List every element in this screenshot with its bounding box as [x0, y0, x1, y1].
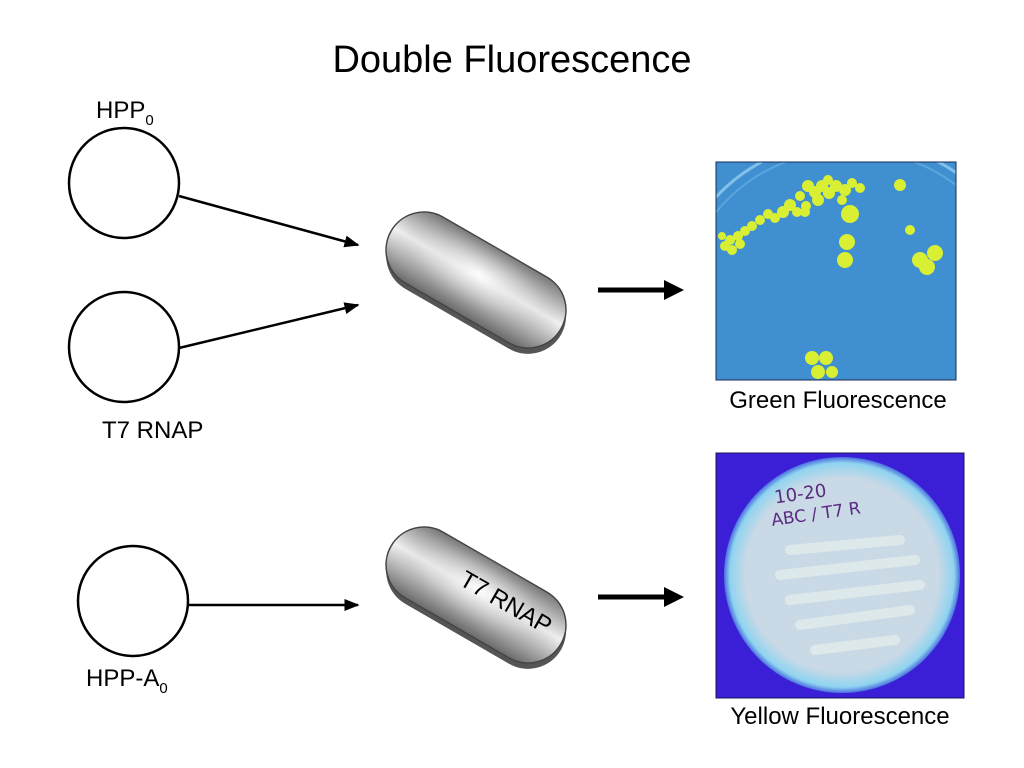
colony-dot	[819, 351, 833, 365]
plasmid-hpp0-label: HPP0	[96, 97, 154, 129]
colony-dot	[839, 184, 851, 196]
colony-dot	[841, 205, 859, 223]
colony-dot	[811, 365, 825, 379]
colony-dot	[755, 215, 765, 225]
colony-dot	[823, 175, 833, 185]
colony-dot	[747, 221, 757, 231]
green-plate-photo	[716, 162, 956, 380]
plasmid-t7-label: T7 RNAP	[102, 417, 203, 444]
plasmid-hppa0-circle	[76, 544, 190, 658]
colony-dot	[792, 207, 802, 217]
colony-dot	[800, 207, 810, 217]
colony-dot	[795, 191, 805, 201]
arrow-t7-to-cell	[178, 302, 360, 350]
colony-dot	[919, 259, 935, 275]
colony-dot	[812, 194, 824, 206]
plasmid-t7-circle	[67, 290, 181, 404]
colony-dot	[847, 178, 857, 188]
colony-dot	[837, 195, 847, 205]
cell-bottom: T7 RNAP	[385, 526, 567, 669]
yellow-plate-photo: 10-20 ABC / T7 R	[716, 453, 964, 698]
arrow-hpp0-to-cell	[178, 194, 360, 248]
colony-dot	[855, 183, 865, 193]
colony-dot	[837, 252, 853, 268]
colony-dot	[777, 206, 789, 218]
colony-dot	[894, 179, 906, 191]
colony-dot	[740, 226, 750, 236]
colony-dot	[733, 231, 743, 241]
colony-dot	[839, 234, 855, 250]
colony-dot	[718, 232, 726, 240]
page-title: Double Fluorescence	[332, 39, 691, 81]
colony-dot	[905, 225, 915, 235]
cell-top	[385, 211, 567, 354]
colony-dot	[763, 209, 773, 219]
colony-dot	[735, 239, 745, 249]
plasmid-hppa0-label: HPP-A0	[86, 665, 168, 697]
colony-dot	[727, 245, 737, 255]
colony-dot	[826, 366, 838, 378]
yellow-plate-caption: Yellow Fluorescence	[730, 703, 949, 730]
colony-dot	[805, 351, 819, 365]
colony-dot	[830, 180, 842, 192]
colony-dot	[927, 245, 943, 261]
plasmid-hpp0-circle	[67, 126, 181, 240]
green-plate-caption: Green Fluorescence	[729, 387, 946, 414]
